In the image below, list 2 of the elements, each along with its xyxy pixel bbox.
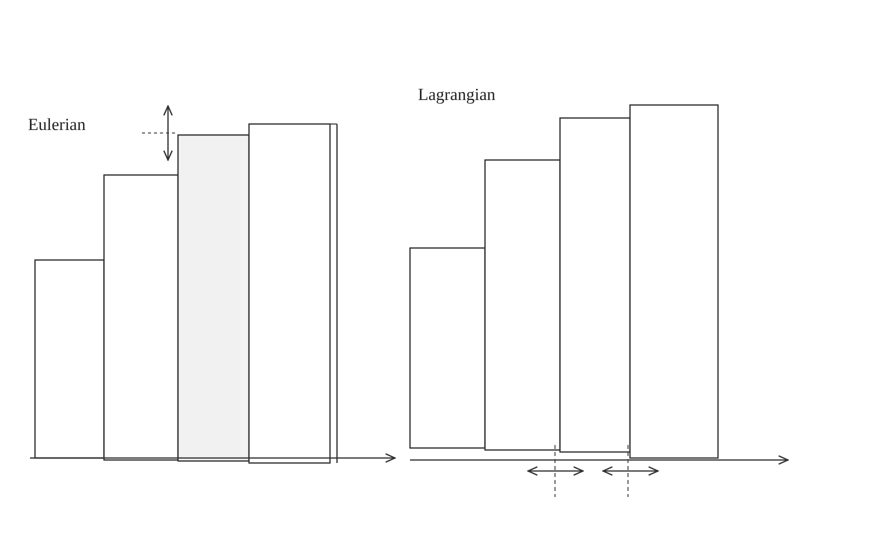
panel-title: Eulerian xyxy=(28,115,86,135)
panel-title: Lagrangian xyxy=(418,85,496,105)
